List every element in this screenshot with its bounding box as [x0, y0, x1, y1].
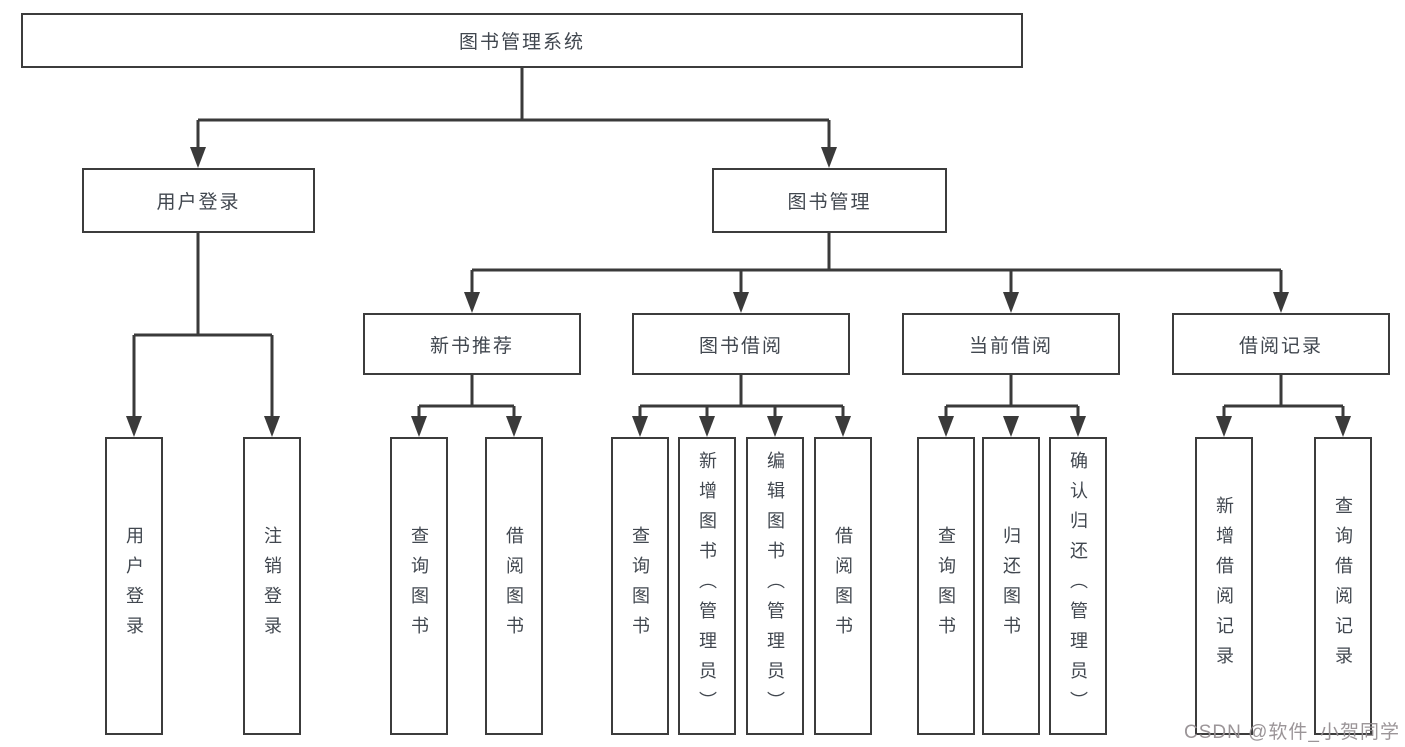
node-label: 查询借阅记录 — [1333, 496, 1353, 676]
edge-book-mgmt-children — [470, 233, 1283, 293]
arrow-down-icon — [506, 416, 522, 437]
node-label: 查询图书 — [936, 526, 956, 646]
arrow-down-icon — [1003, 292, 1019, 313]
leaf-nbr-borrow-book: 借阅图书 — [485, 437, 543, 735]
arrow-down-icon — [699, 416, 715, 437]
leaf-bb-add-book-admin: 新增图书（管理员） — [678, 437, 736, 735]
node-borrow-records: 借阅记录 — [1172, 313, 1390, 375]
arrow-down-icon — [1003, 416, 1019, 437]
node-label: 查询图书 — [409, 526, 429, 646]
arrow-down-icon — [1273, 292, 1289, 313]
leaf-cb-confirm-return-admin: 确认归还（管理员） — [1049, 437, 1107, 735]
leaf-user-login: 用户登录 — [105, 437, 163, 735]
node-label: 借阅图书 — [833, 526, 853, 646]
node-label: 用户登录 — [124, 526, 144, 646]
leaf-cb-query-book: 查询图书 — [917, 437, 975, 735]
node-new-book-recommend: 新书推荐 — [363, 313, 581, 375]
node-label: 编辑图书（管理员） — [765, 451, 785, 721]
node-label: 图书管理 — [787, 192, 872, 213]
edge-new-book-children — [417, 375, 516, 417]
edge-user-login-children — [132, 233, 274, 417]
node-label: 归还图书 — [1001, 526, 1021, 646]
arrow-down-icon — [126, 416, 142, 437]
arrow-down-icon — [411, 416, 427, 437]
node-label: 借阅记录 — [1238, 335, 1323, 357]
node-label: 确认归还（管理员） — [1068, 451, 1088, 721]
node-label: 图书管理系统 — [458, 32, 585, 53]
leaf-cb-return-book: 归还图书 — [982, 437, 1040, 735]
leaf-br-add-record: 新增借阅记录 — [1195, 437, 1253, 735]
arrow-down-icon — [1216, 416, 1232, 437]
csdn-watermark: CSDN @软件_小贺同学 — [1184, 722, 1400, 743]
arrow-down-icon — [190, 147, 206, 168]
arrow-down-icon — [767, 416, 783, 437]
node-root-system: 图书管理系统 — [21, 13, 1023, 68]
arrow-down-icon — [632, 416, 648, 437]
edge-root-to-level2 — [196, 68, 831, 148]
node-label: 新增借阅记录 — [1214, 496, 1234, 676]
node-label: 注销登录 — [262, 526, 282, 646]
leaf-bb-edit-book-admin: 编辑图书（管理员） — [746, 437, 804, 735]
node-label: 查询图书 — [630, 526, 650, 646]
arrow-down-icon — [1070, 416, 1086, 437]
arrowheads — [126, 147, 1351, 437]
node-label: 借阅图书 — [504, 526, 524, 646]
node-label: 用户登录 — [156, 192, 241, 213]
arrow-down-icon — [733, 292, 749, 313]
arrow-down-icon — [264, 416, 280, 437]
arrow-down-icon — [938, 416, 954, 437]
arrow-down-icon — [835, 416, 851, 437]
node-user-login: 用户登录 — [82, 168, 315, 233]
arrow-down-icon — [464, 292, 480, 313]
arrow-down-icon — [821, 147, 837, 168]
node-label: 当前借阅 — [968, 335, 1053, 357]
leaf-logout-login: 注销登录 — [243, 437, 301, 735]
arrow-down-icon — [1335, 416, 1351, 437]
leaf-bb-borrow-book: 借阅图书 — [814, 437, 872, 735]
node-book-borrow: 图书借阅 — [632, 313, 850, 375]
node-label: 新增图书（管理员） — [697, 451, 717, 721]
node-label: 图书借阅 — [698, 335, 783, 357]
leaf-nbr-query-book: 查询图书 — [390, 437, 448, 735]
edge-borrow-records-children — [1222, 375, 1345, 417]
leaf-bb-query-book: 查询图书 — [611, 437, 669, 735]
edge-current-borrow-children — [944, 375, 1080, 417]
node-current-borrow: 当前借阅 — [902, 313, 1120, 375]
leaf-br-query-record: 查询借阅记录 — [1314, 437, 1372, 735]
edge-book-borrow-children — [638, 375, 845, 417]
node-label: 新书推荐 — [429, 335, 514, 357]
node-book-management: 图书管理 — [712, 168, 947, 233]
